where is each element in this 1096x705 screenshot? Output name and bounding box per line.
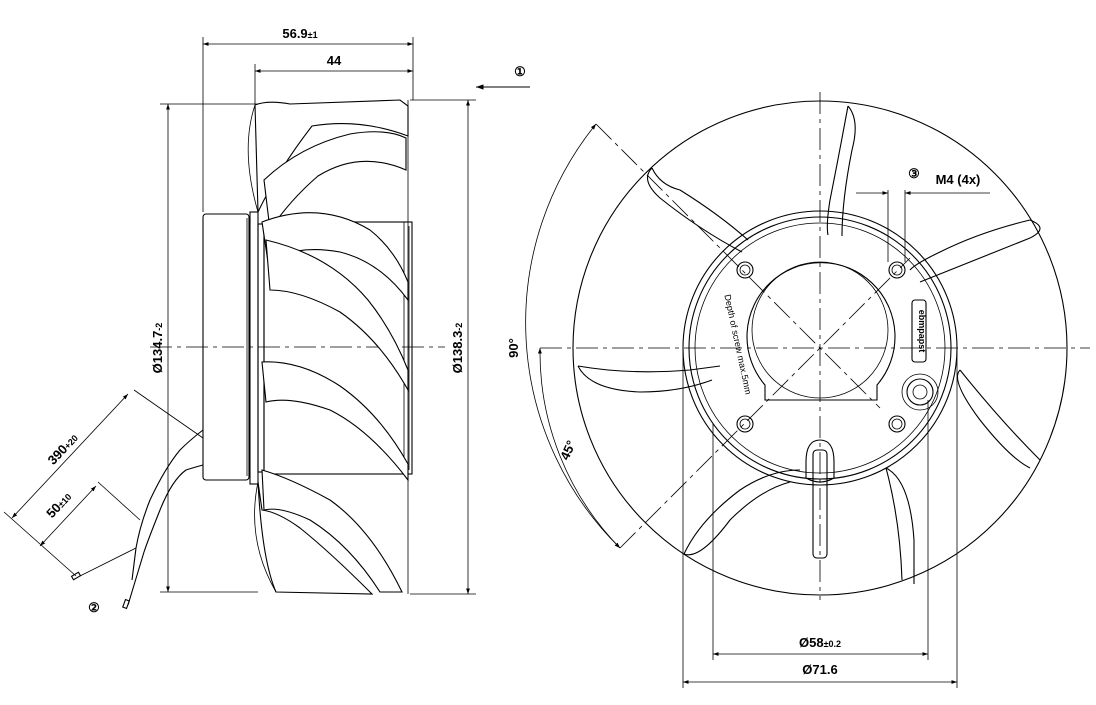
screw-hole-icon [888, 415, 906, 433]
outer-diameter-label: Ø138.3-2 [450, 323, 465, 374]
base-plate [249, 211, 259, 485]
cable-marker: ② [88, 600, 100, 615]
motor-housing [202, 213, 250, 481]
hub-inner-opening [746, 262, 896, 401]
screw-holes [736, 261, 906, 433]
diameter-71-label: Ø71.6 [802, 662, 837, 677]
cable-exit [805, 439, 835, 483]
side-view: 56.9±1 44 ① Ø134.7-2 Ø138.3-2 390+20 50±… [3, 26, 530, 615]
impeller-blades-side [247, 99, 409, 595]
diameter-58-label: Ø58±0.2 [799, 635, 841, 650]
screw-hole-icon [736, 415, 754, 433]
screw-depth-note: Depth of screw max.5mm [722, 293, 753, 395]
rotor-width-label: 44 [327, 53, 342, 68]
diag-centerline-2 [619, 257, 911, 549]
cable-length-label: 390+20 [45, 430, 81, 467]
flow-marker: ① [514, 64, 526, 79]
cable [70, 429, 204, 610]
impeller-blades-front [577, 105, 1041, 584]
angle-90-label: 90° [506, 338, 521, 358]
front-view: ebmpapst Depth of screw max.5mm 90° 45° … [506, 92, 1090, 688]
screw-hole-icon [736, 261, 754, 279]
dim-line-strip-length [39, 485, 97, 547]
diag-centerline-1 [595, 123, 881, 409]
inner-diameter-label: Ø134.7-2 [150, 323, 165, 374]
thread-marker: ③ [908, 166, 920, 181]
strip-length-label: 50±10 [43, 489, 74, 521]
angle-45-label: 45° [557, 438, 579, 462]
screw-hole-icon [888, 261, 906, 279]
overall-width-label: 56.9±1 [282, 26, 317, 41]
cable-grommet-icon [906, 378, 934, 406]
thread-label: M4 (4x) [936, 172, 981, 187]
dim-line-cable-length [11, 393, 129, 519]
brand-label: ebmpapst [917, 310, 927, 353]
angle-arc-45 [537, 347, 621, 549]
cable-front [812, 449, 828, 559]
